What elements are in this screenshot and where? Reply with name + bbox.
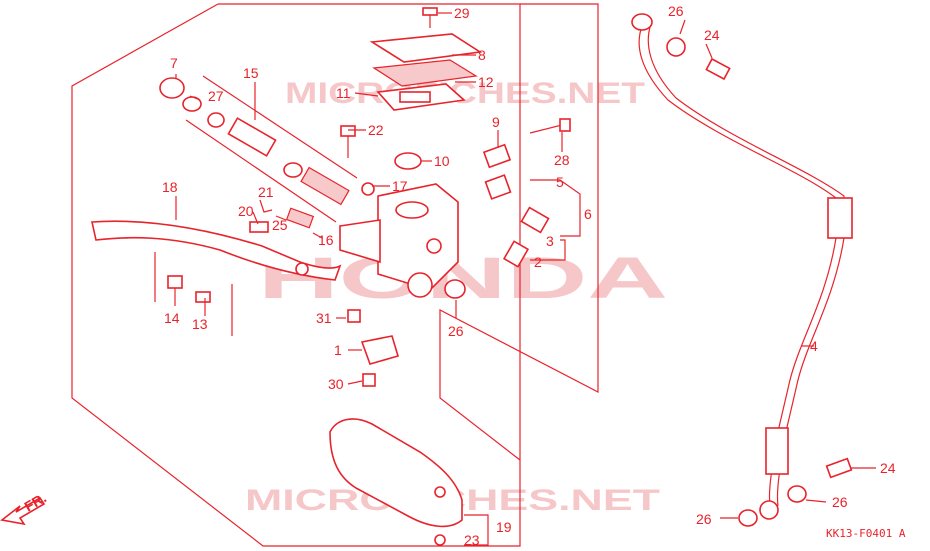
piston-assembly — [159, 75, 358, 223]
reservoir-cap-group — [369, 7, 483, 111]
callout-31: 31 — [316, 310, 332, 326]
callout-7: 7 — [170, 55, 178, 71]
callout-23: 23 — [464, 532, 480, 548]
brake-hose — [631, 13, 853, 527]
callout-13: 13 — [192, 316, 208, 332]
callout-2: 2 — [534, 254, 542, 270]
callout-29: 29 — [454, 5, 470, 21]
callout-28: 28 — [554, 152, 570, 168]
hand-guard — [329, 418, 463, 546]
callout-4: 4 — [810, 338, 818, 354]
small-parts — [167, 118, 571, 387]
callout-8: 8 — [478, 47, 486, 63]
callout-21: 21 — [258, 184, 274, 200]
callout-30: 30 — [328, 376, 344, 392]
callout-19: 19 — [496, 519, 512, 535]
part-callouts: 29 8 12 11 22 10 17 9 28 5 6 3 2 26 31 1… — [162, 3, 896, 548]
callout-25: 25 — [272, 217, 288, 233]
callout-11: 11 — [336, 85, 351, 101]
callout-14: 14 — [164, 310, 180, 326]
assembly-frame — [71, 3, 599, 547]
master-cylinder-body — [339, 182, 459, 298]
callout-10: 10 — [434, 153, 450, 169]
callout-6: 6 — [584, 206, 592, 222]
callout-20: 20 — [238, 203, 254, 219]
callout-15: 15 — [243, 65, 259, 81]
callout-24-bottom: 24 — [880, 460, 896, 476]
callout-22: 22 — [368, 122, 384, 138]
callout-17: 17 — [392, 178, 408, 194]
brake-lever — [91, 220, 342, 281]
diagram-code: KK13-F0401 A — [826, 527, 906, 540]
callout-9: 9 — [492, 114, 500, 130]
callout-26-top: 26 — [668, 3, 684, 19]
callout-18: 18 — [162, 179, 178, 195]
callout-24-top: 24 — [704, 27, 720, 43]
callout-3: 3 — [546, 233, 554, 249]
callout-5: 5 — [556, 174, 564, 190]
front-direction-arrow: FR. — [0, 489, 49, 526]
callout-12: 12 — [478, 74, 494, 90]
callout-26-right: 26 — [832, 494, 848, 510]
leader-lines — [154, 12, 876, 546]
callout-26: 26 — [448, 323, 464, 339]
callout-26-left: 26 — [696, 511, 712, 527]
callout-16: 16 — [318, 232, 334, 248]
callout-1: 1 — [334, 342, 342, 358]
callout-27: 27 — [208, 88, 224, 104]
